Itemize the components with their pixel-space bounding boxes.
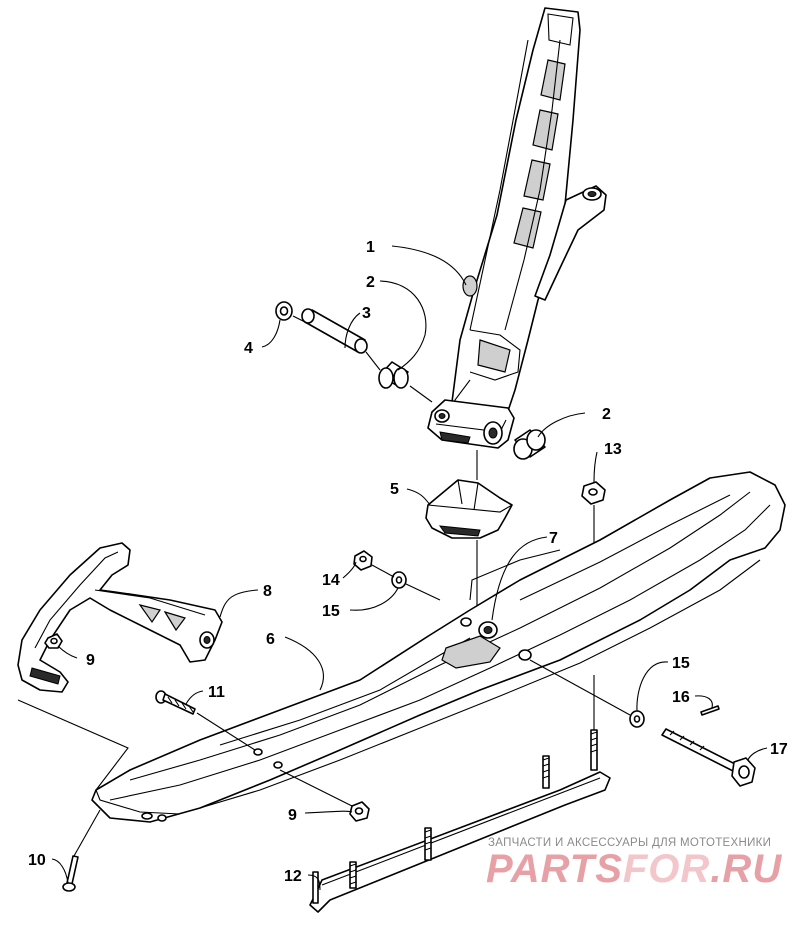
watermark-logo-text: PARTSFOR.RU bbox=[486, 847, 782, 891]
callout-14: 14 bbox=[322, 572, 340, 589]
callout-7: 7 bbox=[549, 530, 558, 547]
callout-9-lower: 9 bbox=[288, 807, 297, 824]
leader-lines bbox=[17, 245, 768, 891]
watermark: ЗАПЧАСТИ И АКСЕССУАРЫ ДЛЯ МОТОТЕХНИКИ PA… bbox=[486, 837, 782, 891]
callout-2-right: 2 bbox=[602, 406, 611, 423]
watermark-brand-part2: FOR bbox=[623, 847, 710, 891]
callout-17: 17 bbox=[770, 741, 788, 758]
callout-11: 11 bbox=[208, 684, 225, 701]
callout-5: 5 bbox=[390, 481, 399, 498]
ski-center-fastener bbox=[478, 621, 498, 639]
watermark-brand-part3: .RU bbox=[710, 847, 782, 891]
spindle-part bbox=[427, 7, 607, 449]
callout-6: 6 bbox=[266, 631, 275, 648]
callout-13: 13 bbox=[604, 441, 622, 458]
callout-15-left: 15 bbox=[322, 603, 340, 620]
callout-3: 3 bbox=[362, 305, 371, 322]
ski-loop-handle-part bbox=[17, 542, 223, 693]
bushing-and-sleeve-parts bbox=[275, 301, 546, 460]
callout-15-right: 15 bbox=[672, 655, 690, 672]
callout-labels: 1 2 2 3 4 5 6 7 8 9 9 10 11 12 13 14 15 … bbox=[28, 239, 788, 885]
handle-nut-part bbox=[44, 633, 63, 649]
callout-1: 1 bbox=[366, 239, 375, 256]
callout-10: 10 bbox=[28, 852, 46, 869]
side-bolt-part bbox=[155, 690, 256, 751]
wear-bar-runner-part bbox=[309, 675, 611, 913]
wear-pad-part bbox=[425, 450, 513, 620]
front-bolt-part bbox=[62, 809, 101, 892]
callout-4: 4 bbox=[244, 340, 253, 357]
callout-2-upper: 2 bbox=[366, 274, 375, 291]
ski-nut-part bbox=[279, 769, 370, 822]
ski-body-part bbox=[91, 471, 786, 823]
callout-12: 12 bbox=[284, 868, 302, 885]
watermark-subtitle: ЗАПЧАСТИ И АКСЕССУАРЫ ДЛЯ МОТОТЕХНИКИ bbox=[488, 837, 771, 849]
watermark-brand-part1: PARTS bbox=[486, 847, 623, 891]
callout-8: 8 bbox=[263, 583, 272, 600]
callout-16: 16 bbox=[672, 689, 690, 706]
nut-and-washer-left bbox=[353, 550, 441, 601]
callout-9-upper: 9 bbox=[86, 652, 95, 669]
